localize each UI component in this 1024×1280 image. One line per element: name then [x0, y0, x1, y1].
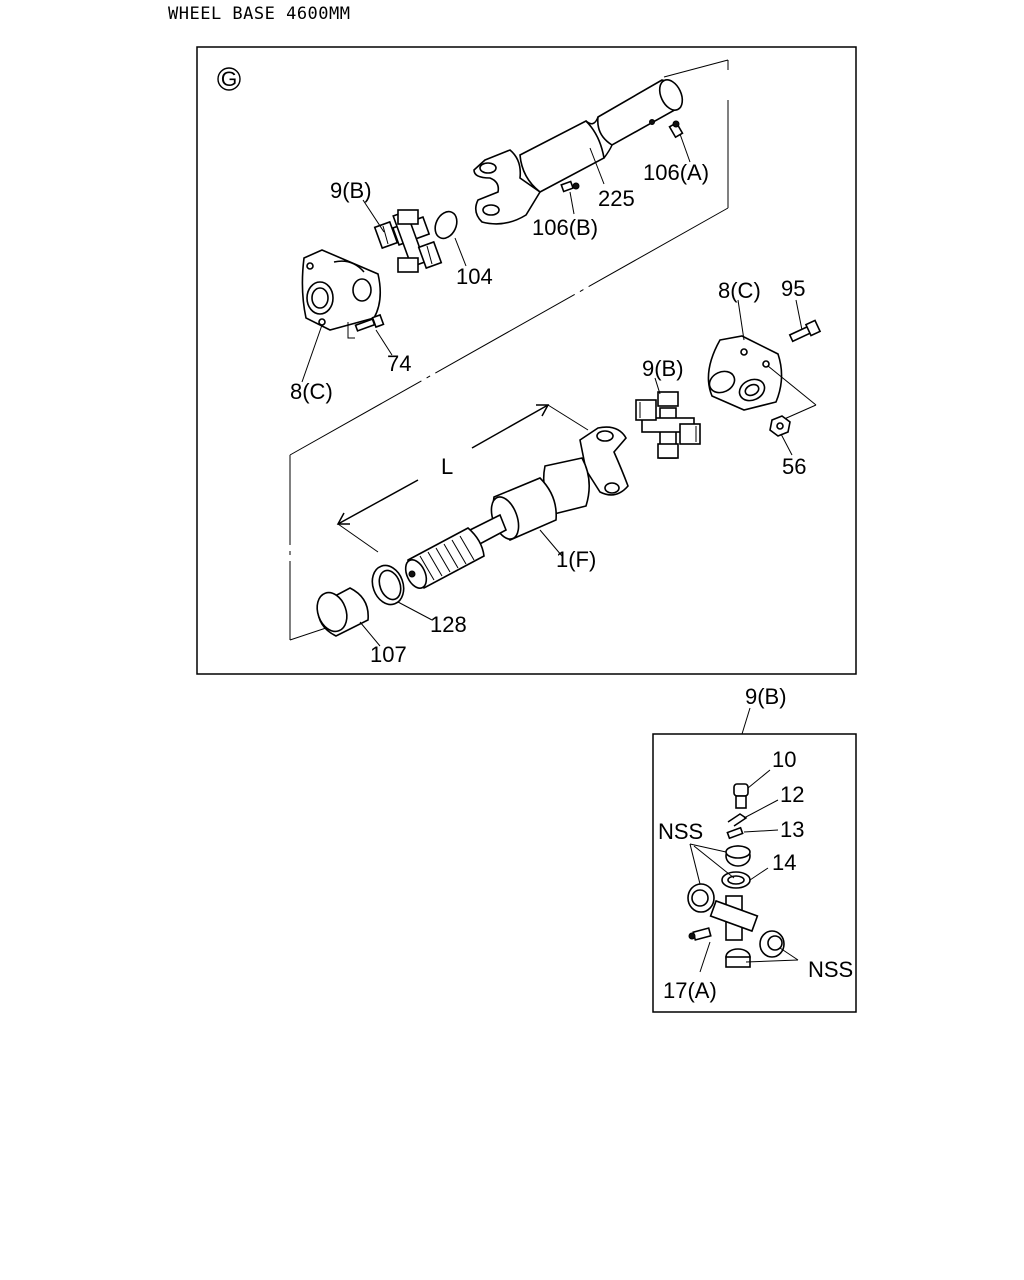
universal-joint-right — [635, 391, 701, 459]
flange-yoke-right — [707, 335, 783, 411]
callout-107: 107 — [370, 642, 407, 667]
callout-9b-top: 9(B) — [330, 178, 372, 203]
callout-106b: 106(B) — [532, 215, 598, 240]
dimension-length: L — [336, 404, 589, 553]
snap-ring-12 — [727, 813, 748, 827]
grease-fitting-106a — [668, 120, 684, 139]
callout-9b-right: 9(B) — [642, 356, 684, 381]
callout-95: 95 — [781, 276, 805, 301]
callout-nss-left: NSS — [658, 819, 703, 844]
bolt-74 — [347, 313, 385, 339]
bearing-cup-bottom — [725, 948, 751, 968]
pin-13 — [726, 826, 744, 840]
grease-fitting-106b — [560, 180, 580, 193]
ring-128 — [371, 564, 405, 606]
callout-13: 13 — [780, 817, 804, 842]
leader-lines — [301, 133, 803, 647]
universal-joint-top — [373, 209, 443, 273]
nut-56 — [769, 415, 791, 437]
grease-fitting-10 — [733, 783, 749, 809]
callout-14: 14 — [772, 850, 796, 875]
detail-view-title: 9(B) — [745, 684, 787, 709]
dust-cap-107 — [316, 587, 369, 637]
bearing-cup-top — [725, 845, 751, 867]
bearing-cup-left — [687, 883, 715, 913]
callout-8c-right: 8(C) — [718, 278, 761, 303]
o-ring-104 — [434, 210, 458, 240]
bearing-cup-right — [759, 930, 785, 958]
callout-10: 10 — [772, 747, 796, 772]
callout-74: 74 — [387, 351, 411, 376]
callout-1f: 1(F) — [556, 547, 596, 572]
callout-104: 104 — [456, 264, 493, 289]
seal-14 — [721, 871, 751, 889]
tube-225 — [473, 79, 684, 225]
callout-106a: 106(A) — [643, 160, 709, 185]
svg-text:G: G — [221, 68, 237, 91]
slip-yoke-shaft-1f — [404, 426, 629, 589]
flange-yoke-left — [301, 249, 382, 331]
spider-cross — [709, 895, 759, 941]
detail-leader-lines — [689, 769, 799, 973]
callout-nss-right: NSS — [808, 957, 853, 982]
view-marker: G — [217, 67, 241, 91]
bolt-95 — [767, 319, 822, 421]
callout-8c-left: 8(C) — [290, 379, 333, 404]
phantom-lines — [289, 59, 729, 641]
callout-225: 225 — [598, 186, 635, 211]
grease-fitting-17a — [688, 927, 712, 941]
main-view-frame — [196, 46, 857, 675]
callout-128: 128 — [430, 612, 467, 637]
callout-12: 12 — [780, 782, 804, 807]
callout-56: 56 — [782, 454, 806, 479]
detail-view-frame — [652, 733, 857, 1013]
svg-text:L: L — [441, 454, 453, 479]
callout-17a: 17(A) — [663, 978, 717, 1003]
page-title: WHEEL BASE 4600MM — [168, 4, 351, 24]
